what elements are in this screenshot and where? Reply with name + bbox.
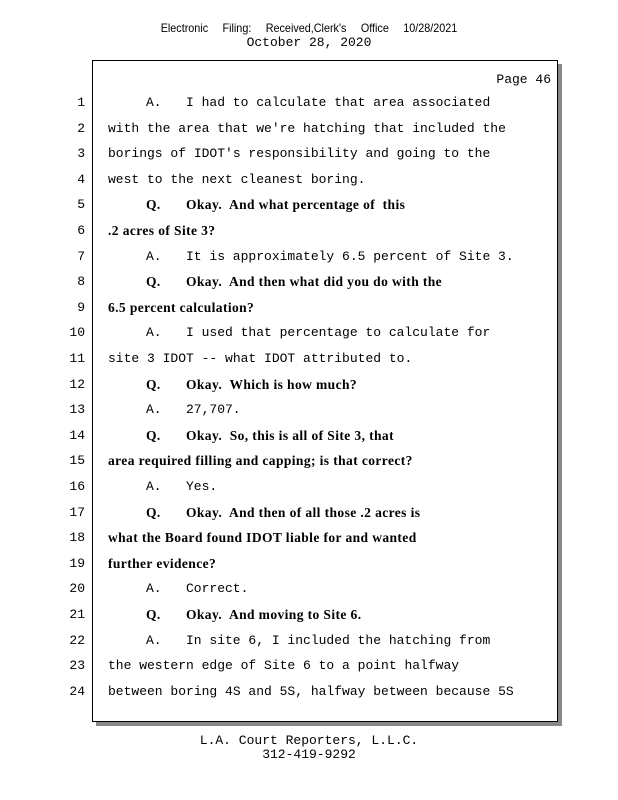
line-content: In site 6, I included the hatching from xyxy=(186,632,491,648)
speaker-label: A. xyxy=(146,632,162,648)
line-text: the western edge of Site 6 to a point ha… xyxy=(108,658,459,673)
speaker-label: A. xyxy=(146,325,162,341)
line-content: Okay. And then of all those .2 acres is xyxy=(186,504,421,520)
line-content: Okay. So, this is all of Site 3, that xyxy=(186,427,394,443)
line-number: 1 xyxy=(77,95,85,110)
line-number: 22 xyxy=(69,632,85,648)
line-number: 7 xyxy=(77,248,85,264)
speaker-label: Q. xyxy=(146,427,161,443)
line-text: site 3 IDOT -- what IDOT attributed to. xyxy=(108,351,412,366)
speaker-label: A. xyxy=(146,402,162,418)
line-text: Q. Okay. And what percentage of this xyxy=(146,197,405,213)
footer-phone: 312-419-9292 xyxy=(262,747,356,762)
line-content: west to the next cleanest boring. xyxy=(108,171,366,187)
speaker-label: A. xyxy=(146,248,162,264)
line-content: the western edge of Site 6 to a point ha… xyxy=(108,658,460,674)
line-content: between boring 4S and 5S, halfway betwee… xyxy=(108,683,514,699)
line-number: 23 xyxy=(69,658,85,674)
line-number: 19 xyxy=(69,555,85,571)
filing-word: Office xyxy=(360,21,389,35)
line-text: with the area that we're hatching that i… xyxy=(108,121,506,136)
line-content: site 3 IDOT -- what IDOT attributed to. xyxy=(108,351,413,366)
line-number: 8 xyxy=(77,274,85,290)
line-text: Q. Okay. And then what did you do with th… xyxy=(146,274,442,290)
line-text: Q. Okay. And moving to Site 6. xyxy=(146,607,361,623)
line-text: borings of IDOT's responsibility and goi… xyxy=(108,146,490,161)
line-number: 13 xyxy=(69,402,85,418)
line-text: A. In site 6, I included the hatching fro… xyxy=(146,633,490,648)
line-content: Okay. And then what did you do with the xyxy=(186,274,443,290)
line-content: further evidence? xyxy=(108,555,217,571)
line-content: 6.5 percent calculation? xyxy=(108,299,255,315)
line-number: 9 xyxy=(77,299,85,315)
line-text: west to the next cleanest boring. xyxy=(108,172,365,187)
line-number: 2 xyxy=(77,120,85,136)
line-content: I had to calculate that area associated xyxy=(186,95,491,110)
line-number: 12 xyxy=(69,376,85,392)
line-content: what the Board found IDOT liable for and… xyxy=(108,530,417,546)
line-content: with the area that we're hatching that i… xyxy=(108,120,506,136)
line-content: It is approximately 6.5 percent of Site … xyxy=(186,248,514,264)
line-number: 4 xyxy=(77,171,85,187)
speaker-label: Q. xyxy=(146,607,161,622)
line-number: 24 xyxy=(69,683,85,699)
line-number: 3 xyxy=(77,146,85,162)
line-text: area required filling and capping; is th… xyxy=(108,453,413,469)
filing-word: Received,Clerk's xyxy=(265,21,347,35)
line-number: 6 xyxy=(77,223,85,238)
speaker-label: Q. xyxy=(146,504,161,520)
line-text: A. I used that percentage to calculate fo… xyxy=(146,325,490,340)
line-text: Q. Okay. And then of all those .2 acres i… xyxy=(146,505,420,521)
line-text: what the Board found IDOT liable for and… xyxy=(108,530,417,546)
filing-word: Filing: xyxy=(222,21,252,35)
line-content: Correct. xyxy=(186,581,249,597)
line-content: I used that percentage to calculate for xyxy=(186,325,491,341)
line-text: A. I had to calculate that area associate… xyxy=(146,95,490,110)
line-content: borings of IDOT's responsibility and goi… xyxy=(108,146,491,162)
line-content: 27,707. xyxy=(186,402,241,418)
speaker-label: Q. xyxy=(146,376,161,392)
line-text: A. 27,707. xyxy=(146,402,241,417)
speaker-label: A. xyxy=(146,479,162,494)
line-content: .2 acres of Site 3? xyxy=(108,223,216,238)
line-text: Q. Okay. Which is how much? xyxy=(146,377,357,393)
filing-word: Electronic xyxy=(160,21,209,35)
line-content: Okay. And moving to Site 6. xyxy=(186,607,362,622)
line-content: Okay. Which is how much? xyxy=(186,376,358,392)
footer-company: L.A. Court Reporters, L.L.C. xyxy=(199,733,419,748)
line-number: 15 xyxy=(69,453,85,469)
line-content: Yes. xyxy=(186,479,218,494)
line-number: 20 xyxy=(69,581,85,597)
line-number: 21 xyxy=(69,607,85,622)
speaker-label: A. xyxy=(146,95,162,110)
line-text: 6.5 percent calculation? xyxy=(108,300,254,316)
line-text: A. It is approximately 6.5 percent of Sit… xyxy=(146,249,514,264)
line-text: between boring 4S and 5S, halfway betwee… xyxy=(108,684,514,699)
line-text: Q. Okay. So, this is all of Site 3, that xyxy=(146,428,394,444)
speaker-label: Q. xyxy=(146,274,161,290)
line-text: .2 acres of Site 3? xyxy=(108,223,215,239)
speaker-label: Q. xyxy=(146,197,161,213)
transcript-date: October 28, 2020 xyxy=(246,35,372,50)
line-content: Okay. And what percentage of this xyxy=(186,197,406,213)
line-text: A. Correct. xyxy=(146,581,248,596)
filing-stamp: Electronic Filing: Received,Clerk's Office 1… xyxy=(31,21,587,35)
line-number: 18 xyxy=(69,530,85,546)
line-number: 10 xyxy=(69,325,85,341)
filing-date: 10/28/2021 xyxy=(403,21,458,35)
line-number: 11 xyxy=(69,351,85,366)
line-text: further evidence? xyxy=(108,556,216,572)
speaker-label: A. xyxy=(146,581,162,597)
line-number: 5 xyxy=(77,197,85,213)
line-number: 16 xyxy=(69,479,85,494)
line-text: A. Yes. xyxy=(146,479,217,494)
line-number: 14 xyxy=(69,427,85,443)
line-content: area required filling and capping; is th… xyxy=(108,453,413,469)
page-number: Page 46 xyxy=(496,72,551,87)
line-number: 17 xyxy=(69,504,85,520)
